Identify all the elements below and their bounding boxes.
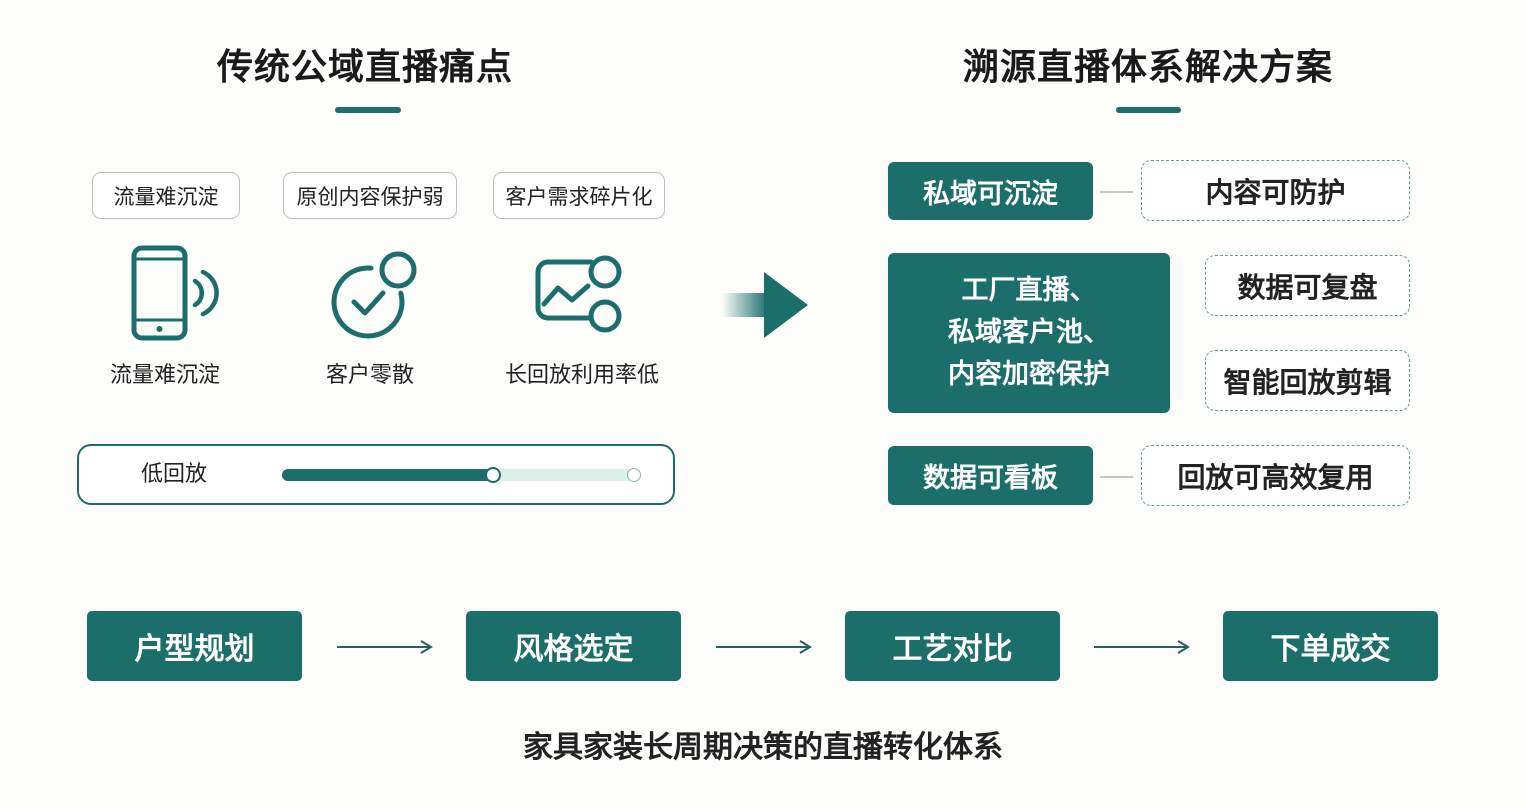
chart-nodes-icon (535, 255, 622, 333)
replay-rate-track-end (627, 468, 641, 482)
pain-tag: 原创内容保护弱 (283, 172, 457, 219)
flow-step: 工艺对比 (845, 611, 1060, 681)
core-line: 私域客户池、 (948, 317, 1110, 348)
flow-arrow-icon (337, 640, 433, 654)
content-protect-box: 内容可防护 (1141, 160, 1410, 221)
check-circle-icon (331, 251, 417, 339)
footer-caption: 家具家装长周期决策的直播转化体系 (523, 730, 1003, 765)
replay-reuse-box: 回放可高效复用 (1141, 445, 1410, 506)
replay-rate-panel: 低回放 (77, 444, 675, 505)
pain-label: 客户零散 (325, 363, 414, 388)
phone-signal-icon (131, 245, 219, 341)
replay-rate-fill (282, 469, 493, 481)
replay-rate-track (282, 467, 641, 483)
data-dashboard-box: 数据可看板 (888, 446, 1093, 505)
core-line: 工厂直播、 (961, 275, 1097, 306)
connector-line (1100, 191, 1133, 193)
flow-step: 户型规划 (87, 611, 302, 681)
replay-rate-knob (485, 467, 501, 483)
flow-arrow-icon (1094, 640, 1190, 654)
right-section-title: 溯源直播体系解决方案 (962, 47, 1333, 88)
pain-tag: 流量难沉淀 (92, 172, 240, 219)
pain-label: 流量难沉淀 (109, 363, 220, 388)
left-section-title: 传统公域直播痛点 (216, 47, 513, 88)
connector-line (1100, 476, 1133, 478)
core-line: 内容加密保护 (948, 359, 1110, 390)
pain-tag: 客户需求碎片化 (493, 172, 665, 219)
pain-label: 长回放利用率低 (504, 363, 659, 388)
left-title-underline (335, 107, 401, 113)
data-review-box: 数据可复盘 (1205, 255, 1410, 316)
smart-clip-box: 智能回放剪辑 (1205, 350, 1410, 411)
private-domain-box: 私域可沉淀 (888, 162, 1093, 220)
flow-step: 下单成交 (1223, 611, 1438, 681)
right-title-underline (1116, 107, 1181, 113)
flow-step: 风格选定 (466, 611, 681, 681)
replay-rate-label: 低回放 (140, 462, 207, 487)
arrow-right-icon (722, 272, 808, 338)
flow-arrow-icon (716, 640, 812, 654)
core-solution-box: 工厂直播、 私域客户池、 内容加密保护 (888, 253, 1170, 413)
